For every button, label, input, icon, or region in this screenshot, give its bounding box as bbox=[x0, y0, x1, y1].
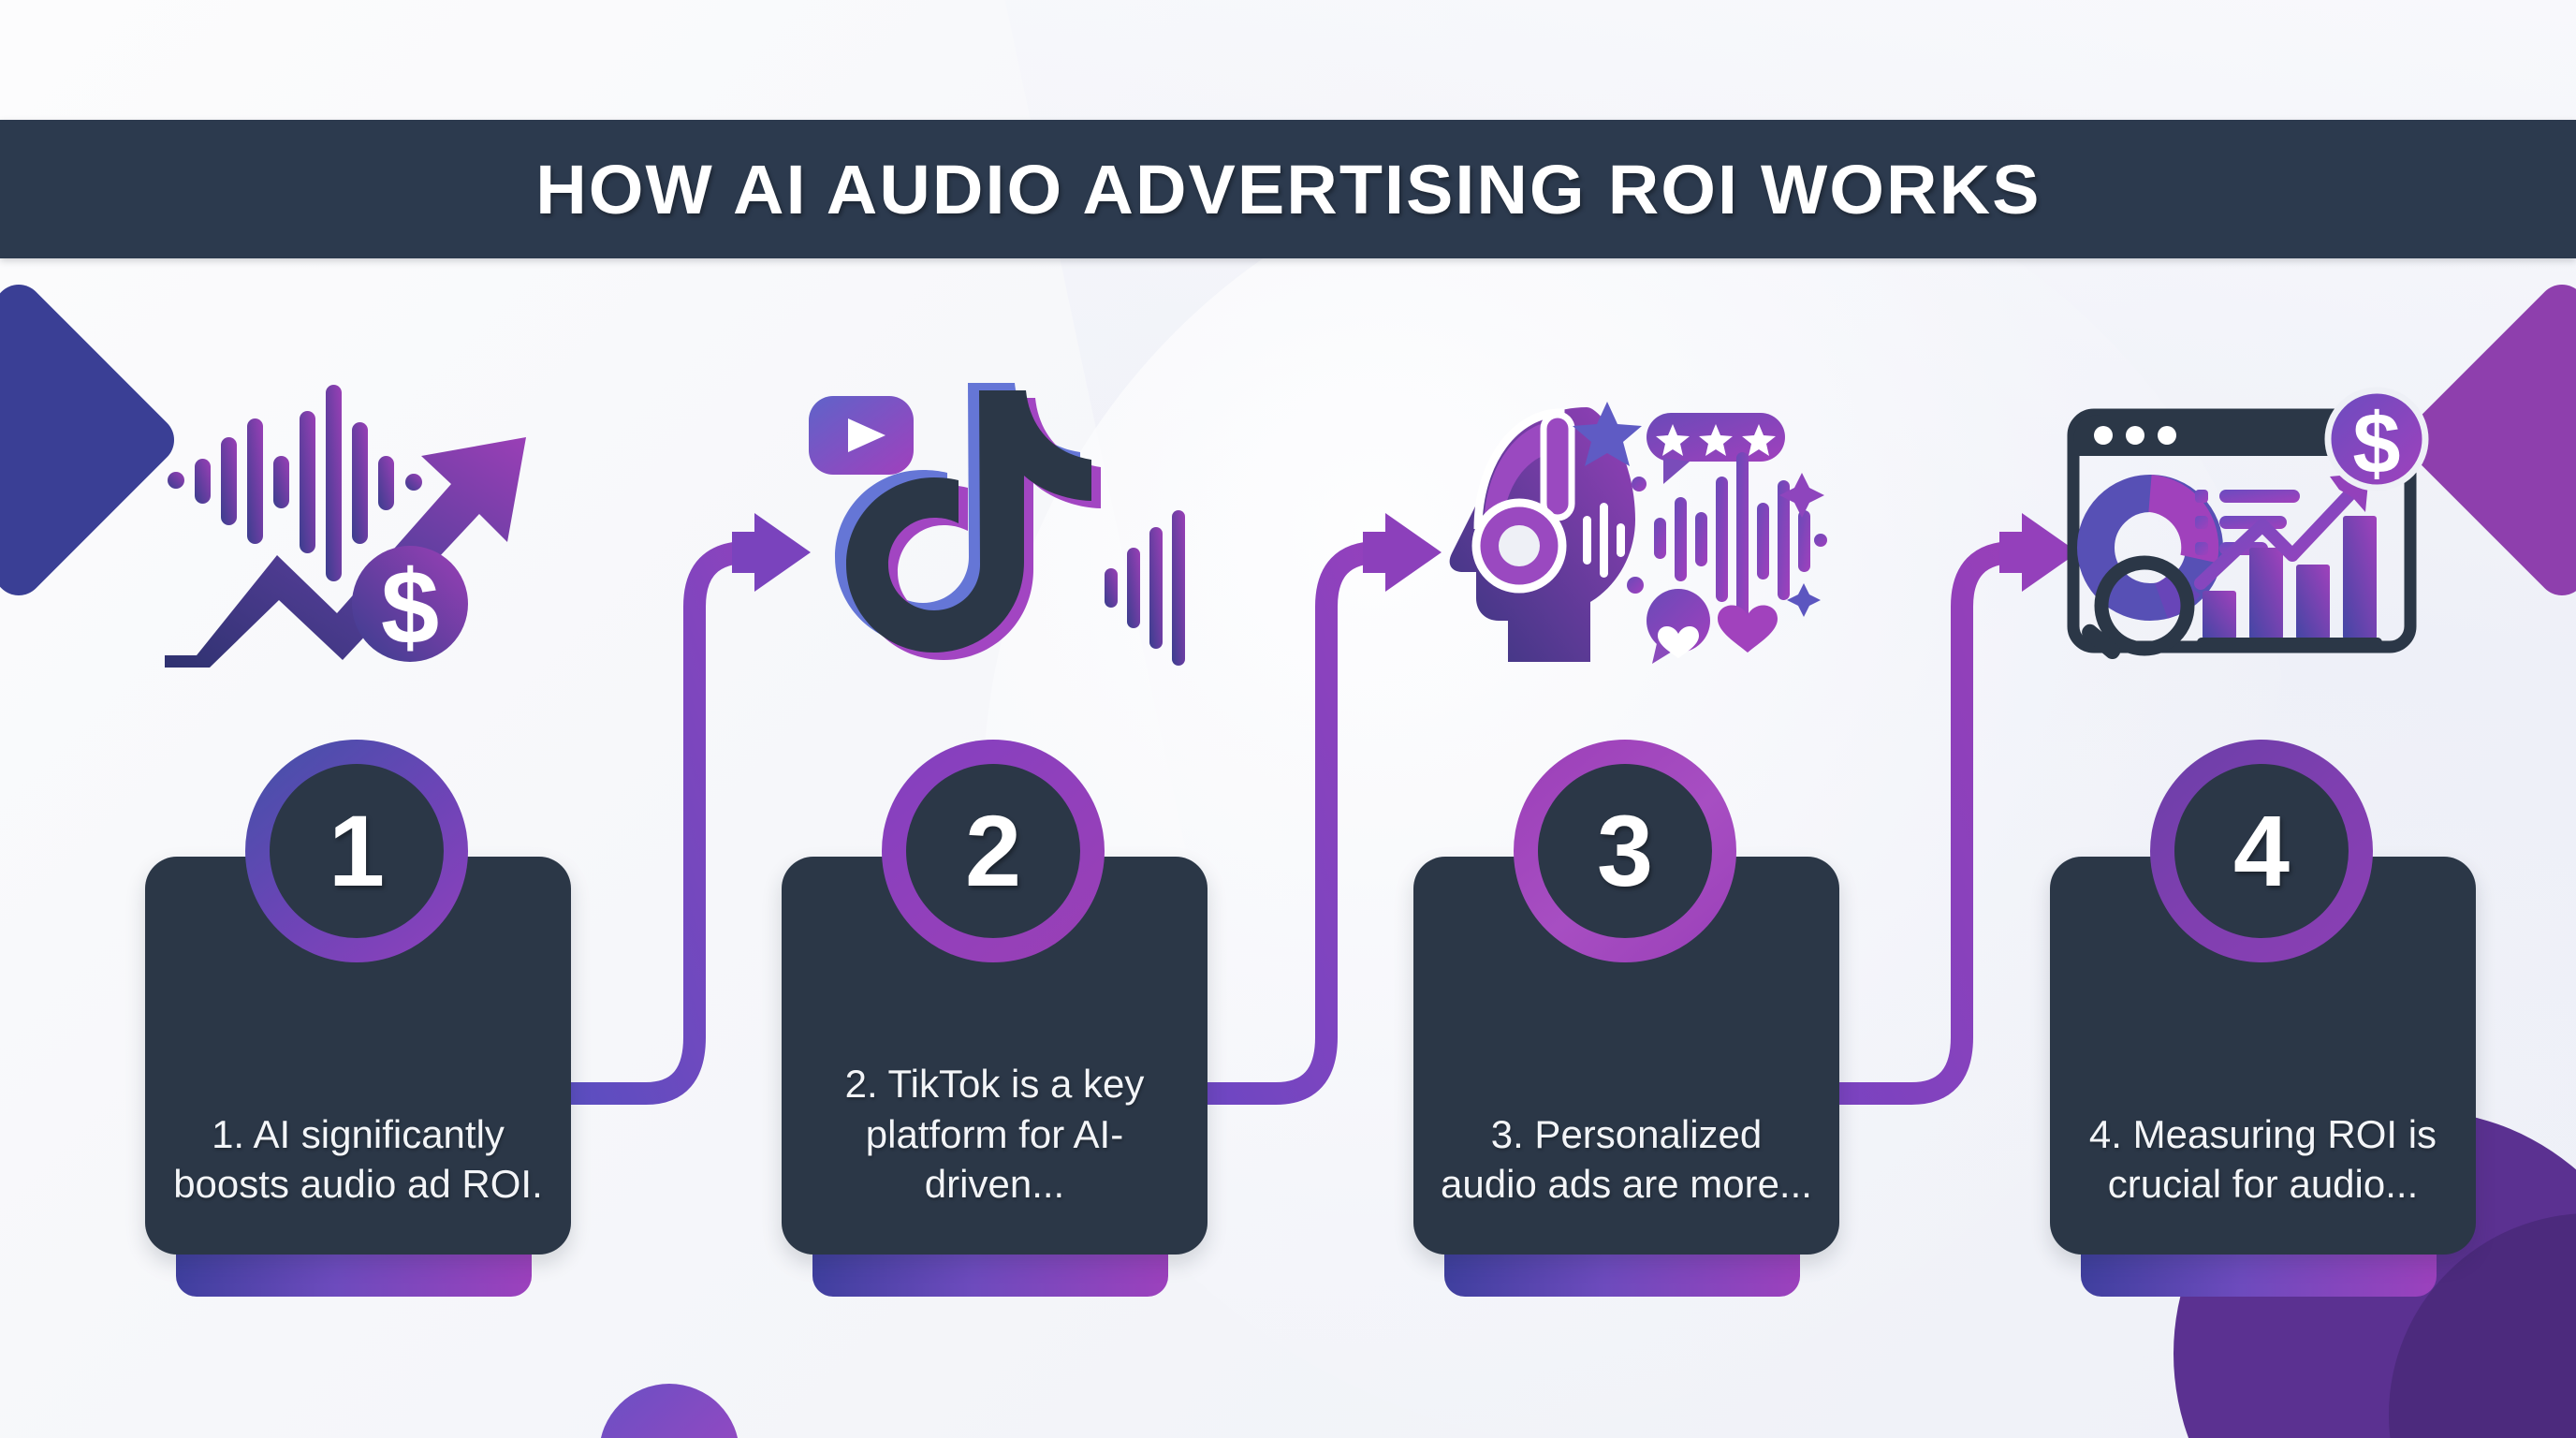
badge-core bbox=[1538, 764, 1712, 938]
step-number-badge: 3 bbox=[1514, 740, 1736, 962]
step-card-text: 3. Personalized audio ads are more... bbox=[1441, 1111, 1812, 1207]
headphones-head-waveform-icon bbox=[1362, 365, 1886, 674]
step-card[interactable]: 4. Measuring ROI is crucial for audio... bbox=[2050, 857, 2476, 1255]
badge-core bbox=[906, 764, 1080, 938]
page-title: How AI Audio Advertising ROI Works bbox=[534, 150, 2042, 228]
step-3[interactable]: 3. Personalized audio ads are more... 3 bbox=[1362, 0, 1886, 1438]
tiktok-note-waveform-icon bbox=[730, 365, 1254, 674]
svg-text:$: $ bbox=[2352, 396, 2400, 492]
step-card-text: 4. Measuring ROI is crucial for audio... bbox=[2088, 1111, 2437, 1207]
step-number: 2 bbox=[964, 794, 1022, 907]
step-card-text: 2. TikTok is a key platform for AI-drive… bbox=[844, 1061, 1145, 1207]
growth-arrow-waveform-dollar-icon: $ bbox=[94, 365, 618, 674]
step-4[interactable]: $ 4. Measuring ROI is crucial for audio.… bbox=[1998, 0, 2523, 1438]
analytics-dashboard-dollar-icon: $ bbox=[1998, 365, 2523, 674]
badge-core bbox=[2174, 764, 2349, 938]
svg-text:$: $ bbox=[381, 549, 439, 666]
step-number-badge: 2 bbox=[882, 740, 1105, 962]
step-number: 1 bbox=[328, 794, 386, 907]
title-banner: How AI Audio Advertising ROI Works bbox=[0, 120, 2576, 258]
step-number-badge: 1 bbox=[245, 740, 468, 962]
badge-core bbox=[270, 764, 444, 938]
step-1[interactable]: $ 1. AI significantly boosts audio ad RO… bbox=[94, 0, 618, 1438]
step-number: 4 bbox=[2232, 794, 2291, 907]
step-card-text: 1. AI significantly boosts audio ad ROI. bbox=[173, 1111, 543, 1207]
step-number-badge: 4 bbox=[2150, 740, 2373, 962]
step-2[interactable]: 2. TikTok is a key platform for AI-drive… bbox=[730, 0, 1254, 1438]
step-number: 3 bbox=[1596, 794, 1654, 907]
